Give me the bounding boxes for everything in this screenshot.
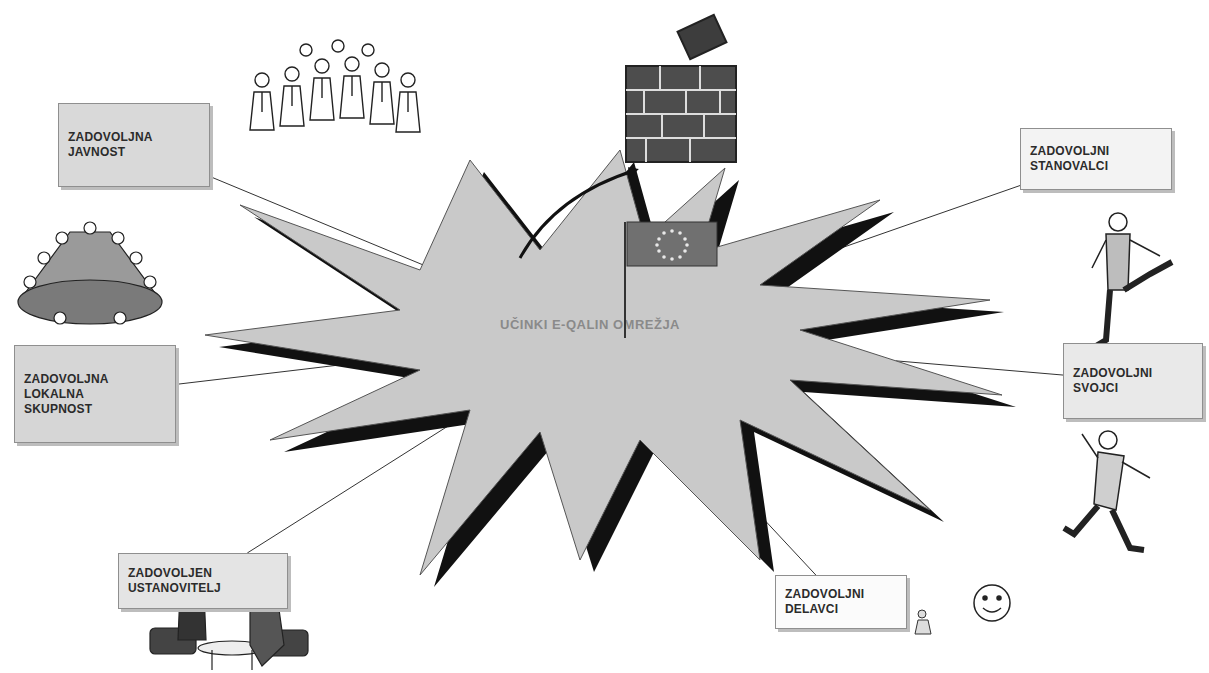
person-head: [315, 59, 329, 73]
box-content: ZADOVOLJEN USTANOVITELJ: [128, 566, 240, 596]
stakeholder-label: ZADOVOLJEN USTANOVITELJ: [128, 566, 240, 596]
person-head: [255, 73, 269, 87]
figure-head: [918, 610, 926, 618]
box-content: ZADOVOLJNA JAVNOST: [68, 130, 180, 160]
armchair: [262, 630, 308, 656]
person-head: [24, 276, 36, 288]
box-content: ZADOVOLJNI STANOVALCI: [1030, 144, 1142, 174]
starburst-fill: [205, 150, 1002, 575]
tie-lines: [262, 76, 408, 112]
figure-arms: [1082, 434, 1150, 478]
figure-head: [1109, 213, 1127, 231]
figure-body: [1094, 452, 1124, 510]
person-head: [332, 40, 344, 52]
stakeholder-label: ZADOVOLJNI DELAVCI: [785, 587, 897, 617]
center-title: UČINKI E-QALIN OMREŽJA: [495, 316, 685, 333]
dancing-figure: [1092, 213, 1172, 346]
person-head: [362, 44, 374, 56]
person-body: [250, 92, 274, 130]
table-leg: [211, 650, 212, 670]
armchair: [150, 628, 196, 654]
box-content: ZADOVOLJNI DELAVCI: [785, 587, 897, 617]
stakeholder-label: ZADOVOLJNI SVOJCI: [1073, 366, 1185, 396]
person-body: [310, 78, 334, 120]
stakeholder-box: ZADOVOLJNA LOKALNA SKUPNOST: [14, 345, 176, 443]
smiley-eye: [997, 596, 1001, 600]
table-base: [18, 280, 162, 324]
table-top: [20, 232, 160, 300]
round-table-illustration: [18, 222, 162, 324]
brick-joints: [626, 66, 736, 162]
smiley-eye: [983, 596, 987, 600]
person-head: [56, 232, 68, 244]
person-body: [280, 86, 304, 126]
figure-arms: [1092, 240, 1160, 268]
stakeholder-box: ZADOVOLJNI STANOVALCI: [1020, 128, 1172, 190]
stakeholder-label: ZADOVOLJNA JAVNOST: [68, 130, 180, 160]
person-head: [112, 232, 124, 244]
person-body: [340, 76, 364, 118]
person-body: [396, 92, 420, 132]
wall: [626, 66, 736, 162]
person-head: [375, 63, 389, 77]
figure-body: [915, 620, 931, 634]
person-head: [114, 312, 126, 324]
coffee-table: [198, 641, 266, 655]
person-head: [54, 312, 66, 324]
crowd-illustration: [250, 40, 420, 132]
person-head: [130, 252, 142, 264]
figure-legs: [1064, 506, 1144, 550]
smiley-face: [974, 585, 1010, 621]
starburst-outline: [195, 140, 1015, 590]
stakeholder-label: ZADOVOLJNA LOKALNA SKUPNOST: [24, 372, 136, 417]
loose-brick: [678, 15, 727, 59]
stakeholder-box: ZADOVOLJEN USTANOVITELJ: [118, 553, 288, 609]
figure-body: [1106, 234, 1130, 290]
person-head: [401, 73, 415, 87]
brick-wall-illustration: [626, 15, 736, 162]
box-content: ZADOVOLJNA LOKALNA SKUPNOST: [24, 372, 136, 417]
stakeholder-box: ZADOVOLJNI DELAVCI: [775, 575, 907, 629]
stakeholder-box: ZADOVOLJNI SVOJCI: [1063, 343, 1203, 419]
person-head: [38, 252, 50, 264]
table-leg: [251, 650, 252, 670]
dancing-figure: [1064, 431, 1150, 550]
person-head: [300, 44, 312, 56]
person-head: [345, 57, 359, 71]
person-body: [370, 82, 394, 124]
figure-head: [1099, 431, 1117, 449]
smiley-mouth: [983, 608, 1001, 612]
figure-legs: [1096, 262, 1172, 346]
smiley-outline: [974, 585, 1010, 621]
small-worker-figure: [915, 610, 931, 634]
starburst-shape: UČINKI E-QALIN OMREŽJA: [195, 140, 1015, 590]
stakeholder-label: ZADOVOLJNI STANOVALCI: [1030, 144, 1142, 174]
person-head: [84, 222, 96, 234]
person-head: [144, 276, 156, 288]
box-content: ZADOVOLJNI SVOJCI: [1073, 366, 1185, 396]
person-head: [285, 67, 299, 81]
stakeholder-box: ZADOVOLJNA JAVNOST: [58, 103, 210, 187]
